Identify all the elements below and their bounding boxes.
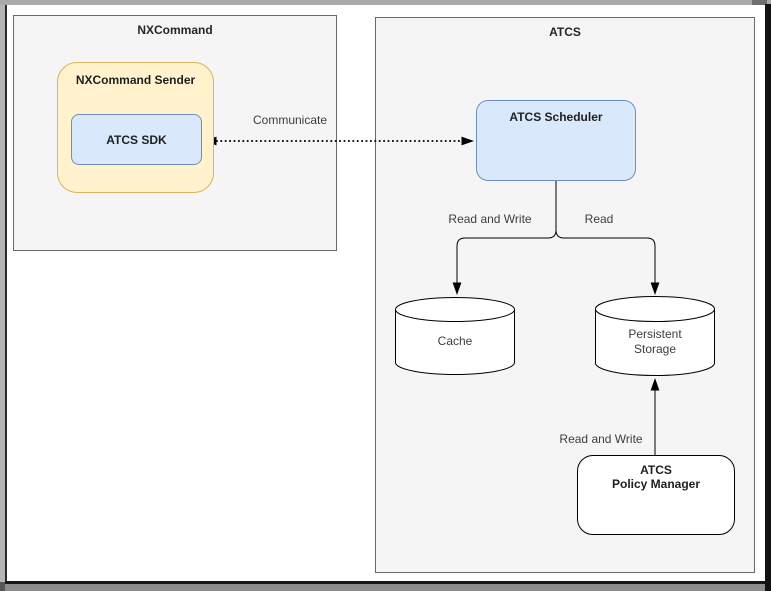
node-atcs-scheduler-label: ATCS Scheduler <box>509 110 603 124</box>
node-nxcommand-sender-label: NXCommand Sender <box>75 73 196 87</box>
window-edge-bottom <box>5 581 765 584</box>
edge-label-communicate: Communicate <box>252 113 328 127</box>
node-cache-cylinder <box>395 297 515 375</box>
window-edge-left <box>5 5 7 582</box>
node-atcs-policy-manager-label-line1: ATCS <box>640 463 672 477</box>
container-atcs-title: ATCS <box>549 25 581 39</box>
scrollbar-corner <box>0 582 5 591</box>
window-edge-right <box>765 4 771 591</box>
scrollbar-thumb[interactable] <box>752 0 767 5</box>
node-cache-label: Cache <box>437 333 473 348</box>
scrollbar-horizontal-bottom[interactable] <box>5 584 765 591</box>
node-atcs-scheduler: ATCS Scheduler <box>476 100 636 181</box>
node-persistent-storage-cylinder <box>595 296 715 376</box>
node-atcs-sdk-label: ATCS SDK <box>106 132 167 147</box>
node-atcs-sdk: ATCS SDK <box>71 114 202 165</box>
node-atcs-policy-manager: ATCS Policy Manager <box>577 455 735 535</box>
edge-label-read-and-write-policy: Read and Write <box>559 432 643 446</box>
node-atcs-policy-manager-label-line2: Policy Manager <box>611 477 701 491</box>
node-persistent-storage-label: Persistent Storage <box>628 327 682 356</box>
edge-label-read-and-write-cache: Read and Write <box>448 212 532 226</box>
container-nxcommand-title: NXCommand <box>137 23 213 37</box>
scrollbar-horizontal-top[interactable] <box>0 0 771 5</box>
edge-label-read: Read <box>584 212 614 226</box>
scrollbar-vertical-left[interactable] <box>0 5 5 582</box>
